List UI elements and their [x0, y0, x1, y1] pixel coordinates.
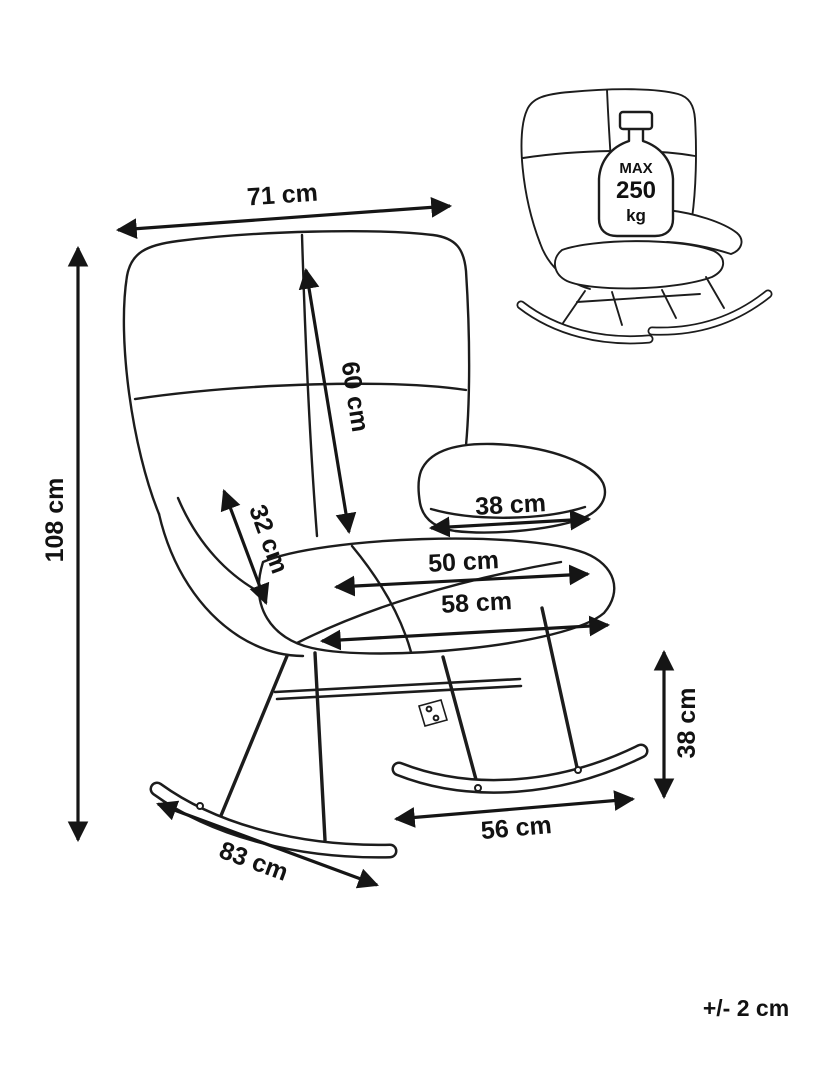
- inset-leg-3: [661, 289, 677, 319]
- weight-body: [597, 126, 675, 238]
- dim-arrow-seat-outer: [319, 615, 611, 651]
- inset-leg-2: [611, 291, 623, 326]
- inset-backrest: [520, 88, 697, 244]
- rocker-bolt-3: [574, 766, 582, 774]
- weight-value-label: 250: [616, 177, 656, 204]
- leg-rear-left: [313, 651, 327, 842]
- bracket-bolt-1: [425, 705, 433, 713]
- rocker-bolt-2: [474, 784, 482, 792]
- rocker-left-inner: [152, 784, 395, 857]
- rocker-bolt-1: [196, 802, 204, 810]
- dim-label-backrest: 60 cm: [336, 360, 375, 434]
- dim-label-rocker-height: 38 cm: [673, 688, 701, 759]
- dim-arrow-width-top: [115, 196, 453, 240]
- dim-arrow-rocker-span: [393, 790, 636, 828]
- brace-bracket-plate: [417, 699, 449, 727]
- inset-seat: [554, 240, 725, 290]
- weight-unit-label: kg: [626, 206, 646, 225]
- weight-max-label: MAX: [619, 160, 652, 177]
- tolerance-note: +/- 2 cm: [703, 995, 789, 1021]
- cross-brace-bottom: [275, 684, 523, 701]
- backrest-outline: [122, 229, 471, 516]
- dim-arrow-side-panel: [220, 489, 270, 605]
- dim-label-seat-outer: 58 cm: [440, 587, 512, 619]
- dim-arrow-base-length: [156, 800, 379, 889]
- dim-arrow-armrest: [428, 509, 592, 538]
- leg-front-left: [218, 654, 289, 820]
- weight-capacity-inset: MAX 250 kg: [516, 88, 773, 345]
- dim-arrow-backrest: [298, 267, 357, 535]
- dim-arrow-seat-inner: [333, 564, 591, 597]
- dim-label-height-total: 108 cm: [41, 478, 69, 563]
- weight-cap: [618, 110, 654, 131]
- side-wing-outer: [157, 512, 305, 658]
- leg-front-right: [441, 655, 480, 789]
- dim-label-width-top: 71 cm: [246, 179, 319, 212]
- inset-cross-brace: [576, 293, 701, 303]
- inset-rocker-left-inner: [518, 302, 652, 343]
- inset-rocker-right-inner: [649, 291, 771, 334]
- dim-label-rocker-span: 56 cm: [480, 811, 553, 845]
- cross-brace-top: [273, 677, 522, 694]
- inset-leg-1: [562, 290, 586, 324]
- dim-label-armrest: 38 cm: [474, 489, 546, 521]
- dim-label-seat-inner: 50 cm: [427, 546, 499, 578]
- bracket-bolt-2: [432, 714, 440, 722]
- inset-leg-4: [705, 276, 725, 309]
- max-weight-icon: MAX 250 kg: [597, 110, 675, 238]
- backrest-horizontal-seam: [133, 382, 468, 401]
- rocker-right-inner: [394, 746, 646, 792]
